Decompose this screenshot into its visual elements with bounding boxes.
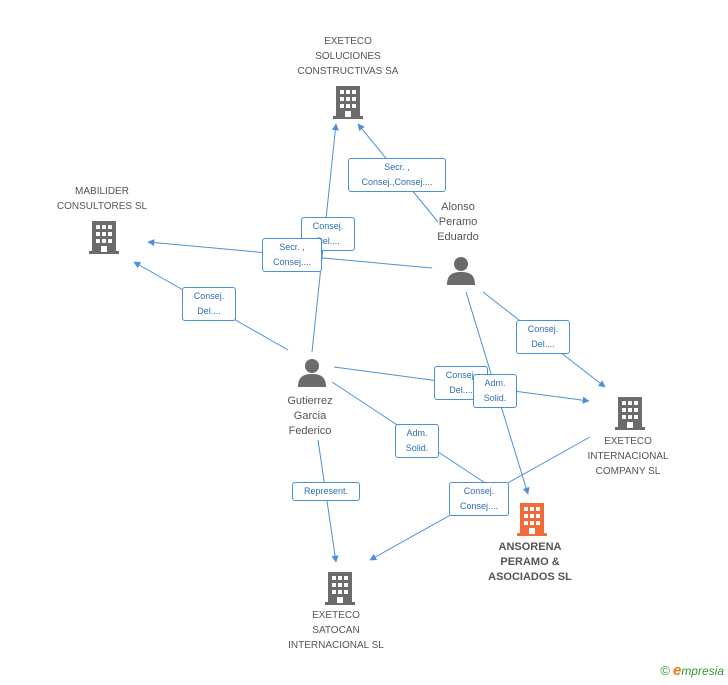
building-icon-main[interactable] — [517, 501, 547, 537]
relation-label[interactable]: Secr. , Consej.... — [262, 238, 322, 272]
person-icon[interactable] — [297, 358, 327, 388]
relation-label[interactable]: Consej. Consej.... — [449, 482, 509, 516]
company-ansorena-label[interactable]: ANSORENA PERAMO & ASOCIADOS SL — [488, 541, 572, 583]
copyright-icon: © — [660, 663, 670, 678]
relation-label[interactable]: Adm. Solid. — [395, 424, 439, 458]
building-icon[interactable] — [615, 395, 645, 431]
person-gutierrez-label[interactable]: Gutierrez Garcia Federico — [287, 395, 333, 437]
person-alonso-label[interactable]: Alonso Peramo Eduardo — [437, 201, 479, 243]
brand-logo: empresia — [672, 662, 724, 679]
empresia-watermark: ©empresia — [660, 662, 724, 679]
company-mabilider-label[interactable]: MABILIDER CONSULTORES SL — [56, 186, 148, 212]
relation-label[interactable]: Represent. — [292, 482, 360, 501]
person-icon[interactable] — [446, 256, 476, 286]
company-exeteco-soluciones-label[interactable]: EXETECO SOLUCIONES CONSTRUCTIVAS SA — [297, 36, 399, 77]
building-icon[interactable] — [325, 570, 355, 606]
building-icon[interactable] — [333, 84, 363, 120]
company-exeteco-internacional-label[interactable]: EXETECO INTERNACIONAL COMPANY SL — [587, 436, 669, 477]
relation-label[interactable]: Consej. Del.... — [182, 287, 236, 321]
building-icon[interactable] — [89, 219, 119, 255]
relation-label[interactable]: Secr. , Consej.,Consej.... — [348, 158, 446, 192]
relation-label[interactable]: Adm. Solid. — [473, 374, 517, 408]
company-exeteco-satocan-label[interactable]: EXETECO SATOCAN INTERNACIONAL SL — [288, 610, 384, 651]
edge-gutierrez-exeteco-satocan — [317, 439, 339, 563]
relation-label[interactable]: Consej. Del.... — [516, 320, 570, 354]
